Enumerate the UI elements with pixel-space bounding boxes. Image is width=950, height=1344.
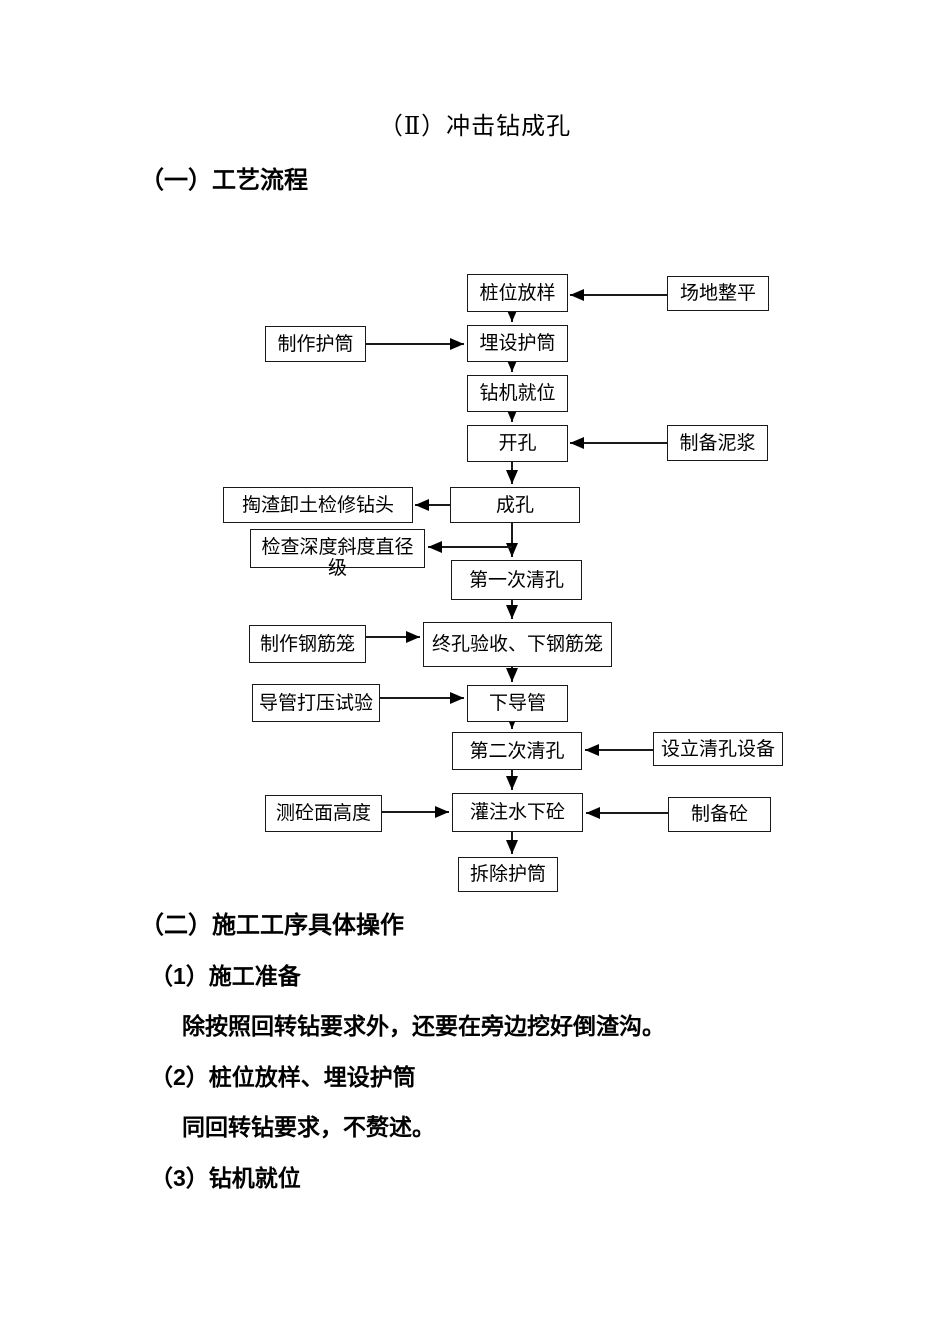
- item-3-heading: （3）钻机就位: [150, 1165, 301, 1191]
- flow-node-label: 第一次清孔: [468, 569, 564, 591]
- document-title: （Ⅱ）冲击钻成孔: [378, 114, 572, 140]
- flowchart-connectors: [366, 289, 668, 854]
- flow-node-label: 开孔: [498, 433, 537, 454]
- flow-node-slurry-preparation: 制备泥浆: [667, 425, 768, 461]
- flow-node-concrete-surface-level-measurement: 测砼面高度: [265, 795, 382, 832]
- flow-node-label: 检查深度斜度直径级: [261, 537, 414, 579]
- flow-node-label: 测砼面高度: [275, 803, 371, 824]
- flow-node-casing-fabrication: 制作护筒: [265, 326, 366, 362]
- item-2-heading: （2）桩位放样、埋设护筒: [150, 1064, 416, 1090]
- flow-node-label: 灌注水下砼: [469, 802, 565, 823]
- flow-node-site-leveling: 场地整平: [667, 276, 769, 311]
- flow-node-label: 终孔验收、下钢筋笼: [431, 634, 603, 655]
- section-heading-construction-steps: （二）施工工序具体操作: [140, 912, 404, 939]
- item-1-paragraph: 除按照回转钻要求外，还要在旁边挖好倒渣沟。: [182, 1013, 665, 1039]
- flow-node-underwater-concrete-pouring: 灌注水下砼: [452, 793, 583, 832]
- flow-node-label: 成孔: [495, 494, 534, 516]
- flow-node-rig-positioning: 钻机就位: [467, 375, 568, 412]
- flow-node-final-hole-acceptance-rebar-cage-lowering: 终孔验收、下钢筋笼: [423, 622, 612, 667]
- flow-node-label: 制作护筒: [277, 333, 354, 355]
- flow-node-label: 制备泥浆: [679, 432, 756, 454]
- flow-node-label: 钻机就位: [479, 383, 556, 404]
- flow-node-label: 埋设护筒: [479, 333, 556, 354]
- flow-node-first-hole-cleaning: 第一次清孔: [451, 560, 582, 600]
- flow-node-label: 下导管: [488, 693, 546, 714]
- section-heading-process-flow: （一）工艺流程: [140, 167, 308, 194]
- flow-node-rebar-cage-fabrication: 制作钢筋笼: [249, 625, 366, 663]
- flow-node-pile-position-layout: 桩位放样: [467, 274, 568, 312]
- flow-node-label: 桩位放样: [479, 282, 556, 304]
- flow-node-label: 第二次清孔: [469, 740, 565, 762]
- flow-node-conduit-pressure-test: 导管打压试验: [252, 684, 380, 722]
- flow-node-label: 场地整平: [679, 283, 756, 304]
- flow-node-conduit-lowering: 下导管: [467, 685, 568, 722]
- item-2-paragraph: 同回转钻要求，不赘述。: [182, 1114, 435, 1140]
- flow-node-label: 导管打压试验: [258, 692, 373, 714]
- flow-node-hole-opening: 开孔: [467, 425, 568, 462]
- flow-node-label: 拆除护筒: [469, 864, 546, 885]
- flow-node-casing-removal: 拆除护筒: [458, 857, 558, 892]
- flow-node-label: 掏渣卸土检修钻头: [241, 494, 394, 516]
- flow-node-label: 制作钢筋笼: [259, 633, 355, 655]
- item-1-heading: （1）施工准备: [150, 963, 301, 989]
- flow-node-slag-removal-bit-repair: 掏渣卸土检修钻头: [223, 487, 413, 523]
- flow-node-depth-inclination-diameter-check: 检查深度斜度直径级: [250, 529, 425, 579]
- flow-node-label: 制备砼: [690, 804, 748, 825]
- flow-node-hole-cleaning-equipment-setup: 设立清孔设备: [653, 732, 783, 766]
- flow-node-concrete-preparation: 制备砼: [668, 797, 771, 832]
- flow-node-label: 设立清孔设备: [660, 738, 775, 760]
- flow-node-casing-embedding: 埋设护筒: [467, 325, 568, 362]
- flow-node-second-hole-cleaning: 第二次清孔: [452, 732, 582, 770]
- flow-node-hole-completion: 成孔: [450, 487, 580, 523]
